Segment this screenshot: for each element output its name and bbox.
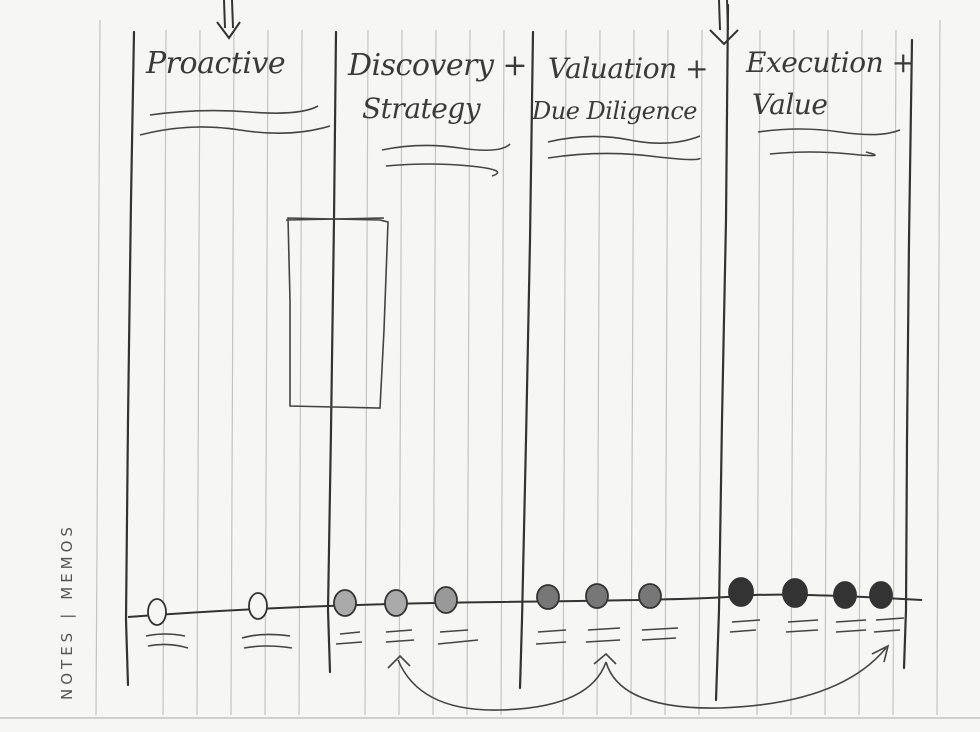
phase-title-proactive: Proactive bbox=[146, 46, 286, 81]
timeline-milestones bbox=[147, 577, 893, 626]
margin-label: NOTES | MEMOS bbox=[58, 523, 76, 700]
milestone-scribbles bbox=[145, 617, 905, 649]
phase-title-discovery: Discovery + bbox=[348, 48, 528, 83]
feedback-arrows bbox=[387, 644, 890, 711]
phase-title-execution: Execution + bbox=[746, 46, 915, 79]
milestone-marker bbox=[333, 589, 357, 617]
milestone-marker bbox=[585, 583, 609, 609]
milestone-marker bbox=[782, 578, 808, 608]
milestone-marker bbox=[728, 577, 754, 607]
milestone-marker bbox=[248, 592, 268, 620]
milestone-marker bbox=[536, 584, 560, 610]
highlight-box bbox=[285, 217, 389, 409]
notes-label: NOTES bbox=[58, 628, 76, 700]
phase-subtitle-strategy: Strategy bbox=[362, 92, 481, 125]
memos-label: MEMOS bbox=[58, 523, 76, 600]
phase-subtitle-value: Value bbox=[752, 88, 828, 121]
phase-dividers bbox=[124, 3, 914, 702]
milestone-marker bbox=[869, 581, 893, 609]
milestone-marker bbox=[384, 589, 408, 617]
phase-subtitle-due-diligence: Due Diligence bbox=[532, 97, 697, 125]
milestone-marker bbox=[638, 583, 662, 609]
header-underlines bbox=[139, 105, 901, 177]
milestone-marker bbox=[833, 581, 857, 609]
phase-title-valuation: Valuation + bbox=[548, 52, 708, 85]
milestone-marker bbox=[147, 598, 167, 626]
down-arrow-icon bbox=[709, 0, 739, 46]
down-arrow-icon bbox=[216, 0, 241, 40]
margin-separator: | bbox=[58, 609, 76, 619]
milestone-marker bbox=[434, 586, 458, 614]
